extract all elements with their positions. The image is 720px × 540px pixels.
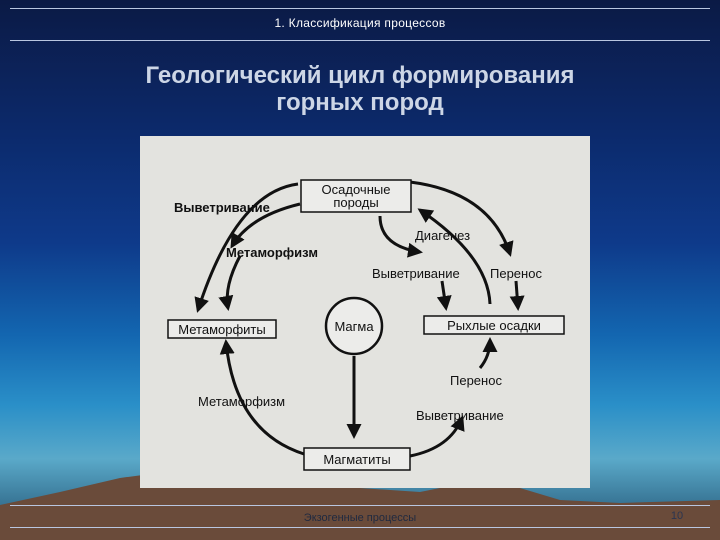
box-metamorphites <box>167 319 277 339</box>
arrow-weathering-to-metamorphites <box>194 182 299 313</box>
header-rule-bottom <box>10 40 710 41</box>
label-metamorphism-top: Метаморфизм <box>226 245 318 260</box>
box-loose-sediments-label: Рыхлые осадки <box>447 318 541 333</box>
arrow-magmatites-weathering <box>409 415 465 458</box>
header-rule-top <box>10 8 710 9</box>
rock-cycle-diagram: Осадочные породы Метаморфиты Рыхлые осад… <box>140 136 590 488</box>
label-metamorphism-bottom: Метаморфизм <box>198 394 285 409</box>
box-magmatites <box>303 447 411 471</box>
slide-title: Геологический цикл формирования горных п… <box>60 62 660 116</box>
label-weathering-mid: Выветривание <box>372 266 460 281</box>
box-sedimentary-line1: Осадочные <box>322 182 391 197</box>
label-weathering-top: Выветривание <box>174 200 270 215</box>
arrow-transport-to-loose <box>509 280 525 311</box>
box-sedimentary-line2: породы <box>333 195 378 210</box>
box-magmatites-label: Магматиты <box>323 452 390 467</box>
arrow-weathering-to-loose <box>436 280 452 311</box>
slide-title-line2: горных пород <box>276 89 444 116</box>
arrow-metamorph-down <box>218 255 242 311</box>
arrow-transport-up <box>478 337 498 369</box>
footer-rule-bottom <box>10 527 710 528</box>
footer-rule-top <box>10 505 710 506</box>
footer-label: Экзогенные процессы <box>303 512 417 524</box>
box-sedimentary <box>300 179 412 213</box>
arrow-sed-to-transport <box>409 180 514 257</box>
arrow-diagenesis <box>417 208 492 305</box>
label-weathering-bottom: Выветривание <box>416 408 504 423</box>
circle-magma <box>324 296 384 356</box>
label-transport-bottom: Перенос <box>450 373 502 388</box>
cycle-arrows <box>194 180 525 458</box>
arrow-sed-down <box>378 215 423 258</box>
box-loose-sediments <box>423 315 565 335</box>
page-number: 10 <box>670 510 684 522</box>
arrow-magmatites-to-metamorphites <box>219 339 305 456</box>
arrow-sed-to-metamorph <box>230 202 301 249</box>
circle-magma-label: Магма <box>334 319 374 334</box>
diagram-canvas: Осадочные породы Метаморфиты Рыхлые осад… <box>167 179 565 471</box>
box-metamorphites-label: Метаморфиты <box>178 322 265 337</box>
slide-title-line1: Геологический цикл формирования <box>145 62 575 89</box>
section-label: 1. Классификация процессов <box>274 16 446 30</box>
label-diagenesis: Диагенез <box>415 228 470 243</box>
label-transport-top: Перенос <box>490 266 542 281</box>
